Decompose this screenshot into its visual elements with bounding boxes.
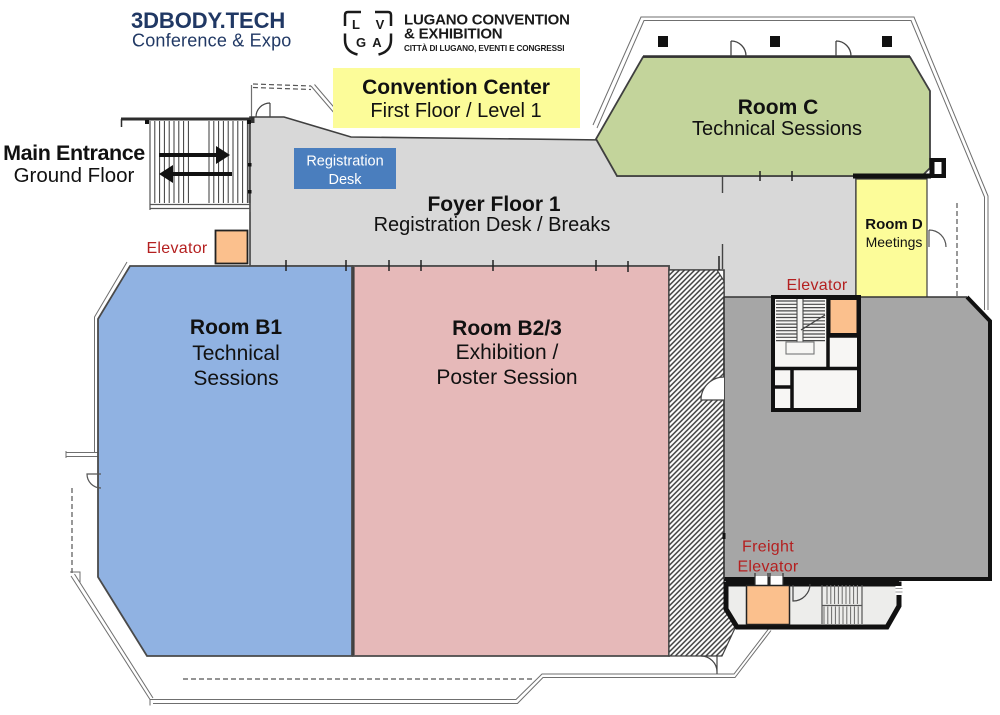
svg-text:A: A bbox=[372, 35, 382, 50]
svg-text:L: L bbox=[352, 17, 360, 32]
svg-text:Room C: Room C bbox=[738, 96, 819, 119]
svg-text:Room B2/3: Room B2/3 bbox=[452, 317, 562, 340]
svg-text:Technical: Technical bbox=[192, 342, 280, 365]
svg-text:Elevator: Elevator bbox=[146, 240, 207, 257]
svg-text:Exhibition /: Exhibition / bbox=[456, 341, 559, 364]
svg-text:V: V bbox=[376, 17, 385, 32]
svg-text:Room B1: Room B1 bbox=[190, 316, 282, 339]
svg-text:Elevator: Elevator bbox=[737, 559, 798, 576]
svg-text:First Floor / Level 1: First Floor / Level 1 bbox=[370, 100, 541, 122]
svg-text:Conference & Expo: Conference & Expo bbox=[132, 31, 292, 51]
svg-text:3DBODY.TECH: 3DBODY.TECH bbox=[131, 8, 285, 33]
svg-text:Main Entrance: Main Entrance bbox=[3, 141, 145, 165]
svg-text:Convention Center: Convention Center bbox=[362, 76, 550, 99]
svg-text:Ground Floor: Ground Floor bbox=[14, 164, 135, 187]
svg-text:Sessions: Sessions bbox=[193, 367, 278, 390]
svg-text:LUGANO CONVENTION: LUGANO CONVENTION bbox=[404, 12, 570, 29]
svg-text:Foyer Floor 1: Foyer Floor 1 bbox=[427, 193, 560, 216]
svg-text:Poster Session: Poster Session bbox=[436, 366, 577, 389]
svg-text:Registration: Registration bbox=[306, 154, 383, 170]
svg-text:Room D: Room D bbox=[865, 216, 923, 233]
svg-text:CITTÀ DI LUGANO, EVENTI E CONG: CITTÀ DI LUGANO, EVENTI E CONGRESSI bbox=[404, 43, 564, 53]
svg-text:Desk: Desk bbox=[328, 172, 362, 188]
svg-text:Elevator: Elevator bbox=[786, 277, 847, 294]
svg-text:Technical Sessions: Technical Sessions bbox=[692, 118, 862, 140]
svg-text:Freight: Freight bbox=[742, 539, 794, 556]
svg-text:Registration Desk / Breaks: Registration Desk / Breaks bbox=[374, 214, 611, 236]
svg-text:G: G bbox=[356, 35, 366, 50]
svg-text:& EXHIBITION: & EXHIBITION bbox=[404, 26, 502, 43]
svg-text:Meetings: Meetings bbox=[866, 234, 923, 250]
